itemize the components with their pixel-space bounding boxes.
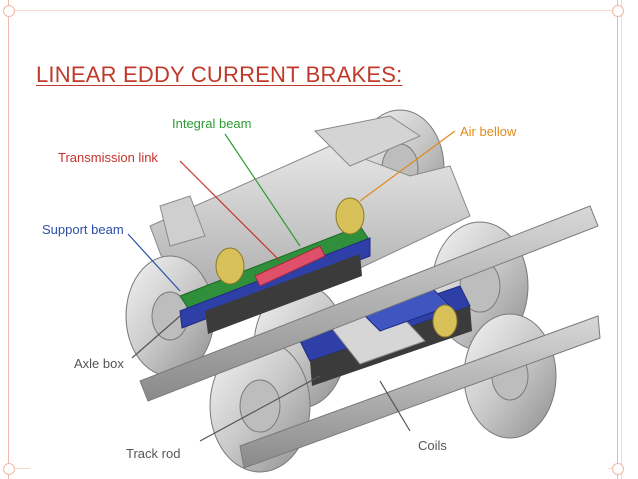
label-support-beam: Support beam	[42, 222, 124, 237]
slide-border-top	[8, 10, 618, 11]
leader-transmission-link	[179, 160, 281, 262]
slide-border-left	[8, 0, 9, 479]
bogie-diagram: Integral beam Air bellow Transmission li…	[30, 106, 608, 478]
label-transmission-link: Transmission link	[58, 150, 158, 165]
label-coils: Coils	[418, 438, 447, 453]
leader-axle-box	[131, 315, 181, 359]
leader-track-rod	[199, 375, 321, 442]
slide-title: LINEAR EDDY CURRENT BRAKES:	[36, 62, 403, 87]
leader-air-bellow	[359, 130, 456, 202]
label-air-bellow: Air bellow	[460, 124, 517, 139]
label-axle-box: Axle box	[74, 356, 124, 371]
slide-border-right	[617, 0, 618, 479]
leader-support-beam	[127, 233, 181, 292]
leader-lines	[127, 130, 456, 442]
label-integral-beam: Integral beam	[172, 116, 252, 131]
leader-integral-beam	[224, 133, 301, 247]
label-track-rod: Track rod	[126, 446, 180, 461]
rails	[139, 205, 601, 469]
corner-dot-top-left	[3, 5, 15, 17]
corner-dot-top-right	[612, 5, 624, 17]
leader-coils	[379, 380, 411, 432]
upper-brake-assembly	[179, 197, 371, 334]
corner-dot-bottom-right	[612, 463, 624, 475]
corner-dot-bottom-left	[3, 463, 15, 475]
slide-border-right-inner	[621, 0, 622, 479]
bogie-illustration: Integral beam Air bellow Transmission li…	[42, 109, 601, 473]
